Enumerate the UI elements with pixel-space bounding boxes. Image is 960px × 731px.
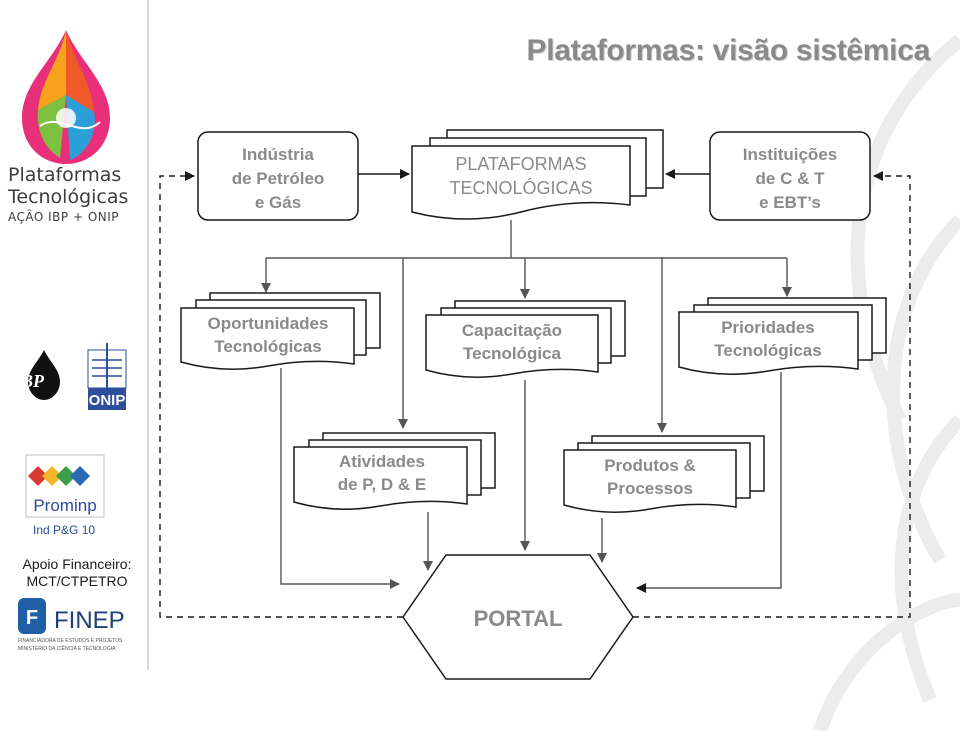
plataformas-logo-icon xyxy=(22,30,110,164)
onip-logo-icon: ONIP xyxy=(87,343,127,410)
ind-pg-label: Ind P&G 10 xyxy=(33,523,96,537)
page-title: Plataformas: visão sistêmica xyxy=(526,34,931,67)
finep-sub2: MINISTÉRIO DA CIÊNCIA E TECNOLOGIA xyxy=(18,644,116,652)
prominp-logo-text: Prominp xyxy=(33,496,96,515)
node-plataformas-stack xyxy=(411,129,664,220)
instituicoes-line3: e EBT’s xyxy=(759,193,821,212)
oportunidades-line1: Oportunidades xyxy=(208,314,329,333)
brand-line2: Tecnológicas xyxy=(8,186,129,208)
ibp-logo-text: IBP xyxy=(13,371,45,391)
instituicoes-line2: de C & T xyxy=(756,169,826,188)
plataformas-line1: PLATAFORMAS xyxy=(455,154,586,174)
prioridades-line1: Prioridades xyxy=(721,318,815,337)
industria-line2: de Petróleo xyxy=(232,169,325,188)
finep-logo-text: FINEP xyxy=(54,607,125,634)
node-prioridades-stack xyxy=(678,297,887,375)
node-produtos-stack xyxy=(563,435,765,513)
support-line2: MCT/CTPETRO xyxy=(26,573,128,589)
node-instituicoes-box xyxy=(709,131,871,221)
svg-text:F: F xyxy=(26,607,38,629)
brand-line3: AÇÃO IBP + ONIP xyxy=(8,210,120,224)
ibp-logo-icon: IBP xyxy=(13,350,60,400)
prominp-logo-icon: Prominp xyxy=(25,454,105,518)
capacitacao-line2: Tecnológica xyxy=(463,344,561,363)
node-capacitacao-stack xyxy=(425,300,626,378)
support-line1: Apoio Financeiro: xyxy=(22,556,132,572)
atividades-line2: de P, D & E xyxy=(338,475,427,494)
node-atividades-stack xyxy=(293,432,496,510)
finep-sub1: FINANCIADORA DE ESTUDOS E PROJETOS xyxy=(18,638,123,644)
produtos-line1: Produtos & xyxy=(604,456,696,475)
capacitacao-line1: Capacitação xyxy=(462,321,562,340)
produtos-line2: Processos xyxy=(607,479,693,498)
node-oportunidades-stack xyxy=(180,292,381,370)
industria-line3: e Gás xyxy=(255,193,301,212)
finep-logo-icon: F FINEP FINANCIADORA DE ESTUDOS E PROJET… xyxy=(18,598,125,652)
plataformas-line2: TECNOLÓGICAS xyxy=(449,177,592,198)
oportunidades-line2: Tecnológicas xyxy=(214,337,321,356)
prioridades-line2: Tecnológicas xyxy=(714,341,821,360)
onip-logo-text: ONIP xyxy=(89,392,126,409)
industria-line1: Indústria xyxy=(242,145,314,164)
atividades-line1: Atividades xyxy=(339,452,425,471)
instituicoes-line1: Instituições xyxy=(743,145,837,164)
portal-label: PORTAL xyxy=(474,606,563,631)
node-industria-box xyxy=(197,131,359,221)
brand-line1: Plataformas xyxy=(8,164,122,186)
